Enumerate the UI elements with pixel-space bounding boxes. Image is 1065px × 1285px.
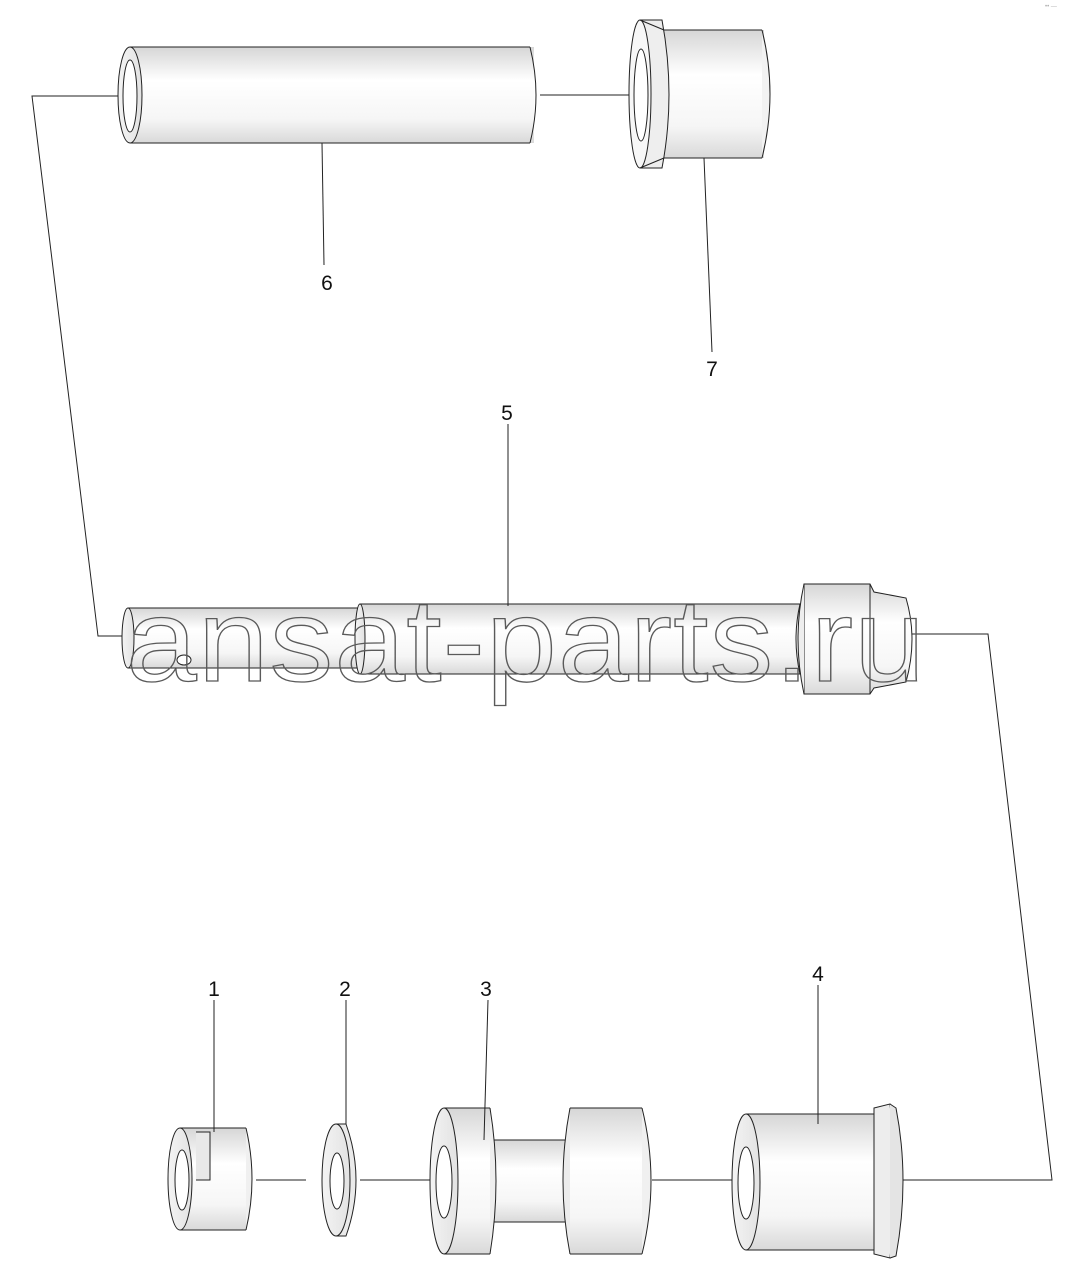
part-5-shaft [121, 583, 913, 695]
callout-1: 1 [208, 978, 220, 1001]
watermark: ansat-parts.ru [126, 575, 926, 707]
part-7-flanged-bushing [628, 19, 771, 169]
part-6-tube [117, 46, 537, 144]
part-2-washer [321, 1123, 357, 1237]
leader-3 [483, 999, 489, 1141]
callout-5: 5 [501, 402, 513, 425]
corner-mark: •• — [1045, 4, 1057, 10]
callout-2: 2 [339, 978, 351, 1001]
callout-4: 4 [812, 963, 824, 986]
callout-3: 3 [480, 978, 492, 1001]
leader-7 [703, 157, 713, 353]
assembly-line-right [900, 633, 1053, 1181]
leader-6 [321, 142, 325, 266]
callout-6: 6 [321, 272, 333, 295]
part-3-spool [429, 1107, 652, 1255]
assembly-lines [31, 94, 1053, 1181]
callout-7: 7 [706, 358, 718, 381]
part-4-flanged-bushing [731, 1103, 904, 1259]
assembly-line-left [31, 95, 130, 637]
leader-lines [213, 142, 819, 1141]
part-1-nut [167, 1127, 253, 1231]
